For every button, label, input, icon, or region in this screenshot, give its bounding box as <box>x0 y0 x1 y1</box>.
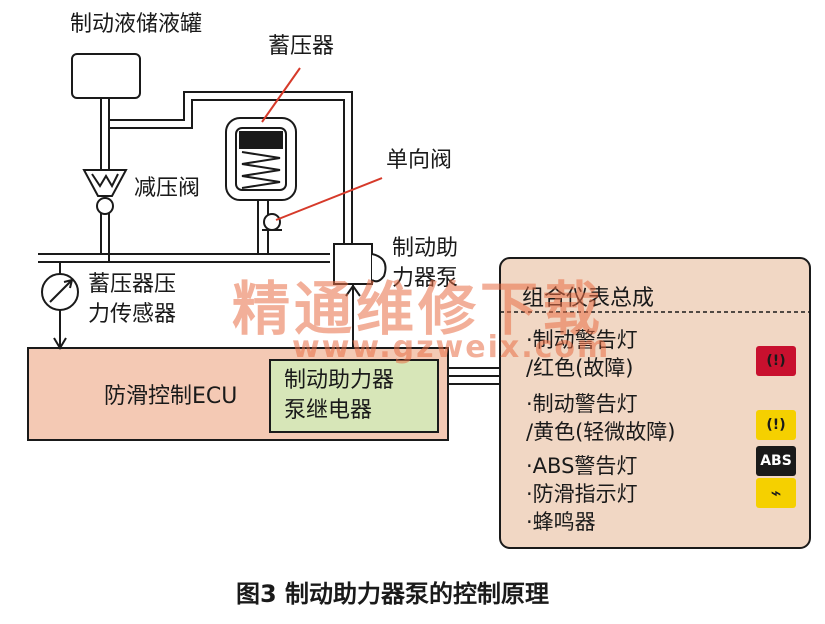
relay-label-line2: 泵继电器 <box>284 398 373 423</box>
pump-symbol <box>333 243 387 348</box>
relief-valve-symbol <box>82 169 128 215</box>
panel-item-abs: ·ABS警告灯 <box>526 454 638 478</box>
leader-lines <box>261 67 383 221</box>
pump-label-line2: 力器泵 <box>392 266 459 291</box>
reservoir-tank <box>71 53 141 99</box>
panel-item-buzzer: ·蜂鸣器 <box>526 510 596 534</box>
sensor-label-line1: 蓄压器压 <box>88 272 177 297</box>
panel-item-slip: ·防滑指示灯 <box>526 482 638 506</box>
panel-item-red-brake: ·制动警告灯 <box>526 328 638 352</box>
accumulator-symbol <box>225 117 297 201</box>
abs-warning-icon: ABS <box>756 446 796 476</box>
relay-label-line1: 制动助力器 <box>284 368 395 393</box>
figure-caption: 图3 制动助力器泵的控制原理 <box>236 580 550 608</box>
panel-item-red-brake-desc: /红色(故障) <box>526 356 634 380</box>
watermark-url: www.gzweix.com <box>292 330 611 365</box>
signal-wires <box>448 367 500 385</box>
hydraulic-pipes <box>38 91 353 275</box>
slip-indicator-icon: ⌁ <box>756 478 796 508</box>
reservoir-label: 制动液储液罐 <box>70 12 203 37</box>
yellow-brake-warning-icon: (!) <box>756 410 796 440</box>
pump-label-line1: 制动助 <box>392 236 459 261</box>
ecu-label: 防滑控制ECU <box>104 384 238 409</box>
panel-item-yellow-brake: ·制动警告灯 <box>526 392 638 416</box>
pressure-gauge-symbol <box>41 273 79 350</box>
relay-box <box>269 359 439 433</box>
panel-title: 组合仪表总成 <box>522 286 655 311</box>
sensor-label-line2: 力传感器 <box>88 302 177 327</box>
panel-item-yellow-brake-desc: /黄色(轻微故障) <box>526 420 676 444</box>
watermark-text: 精通维修下载 <box>232 275 605 343</box>
accumulator-label: 蓄压器 <box>268 34 335 59</box>
instrument-panel-box <box>499 257 811 549</box>
relief-valve-label: 减压阀 <box>134 176 201 201</box>
check-valve-label: 单向阀 <box>386 148 453 173</box>
red-brake-warning-icon: (!) <box>756 346 796 376</box>
check-valve-symbol <box>262 213 282 231</box>
